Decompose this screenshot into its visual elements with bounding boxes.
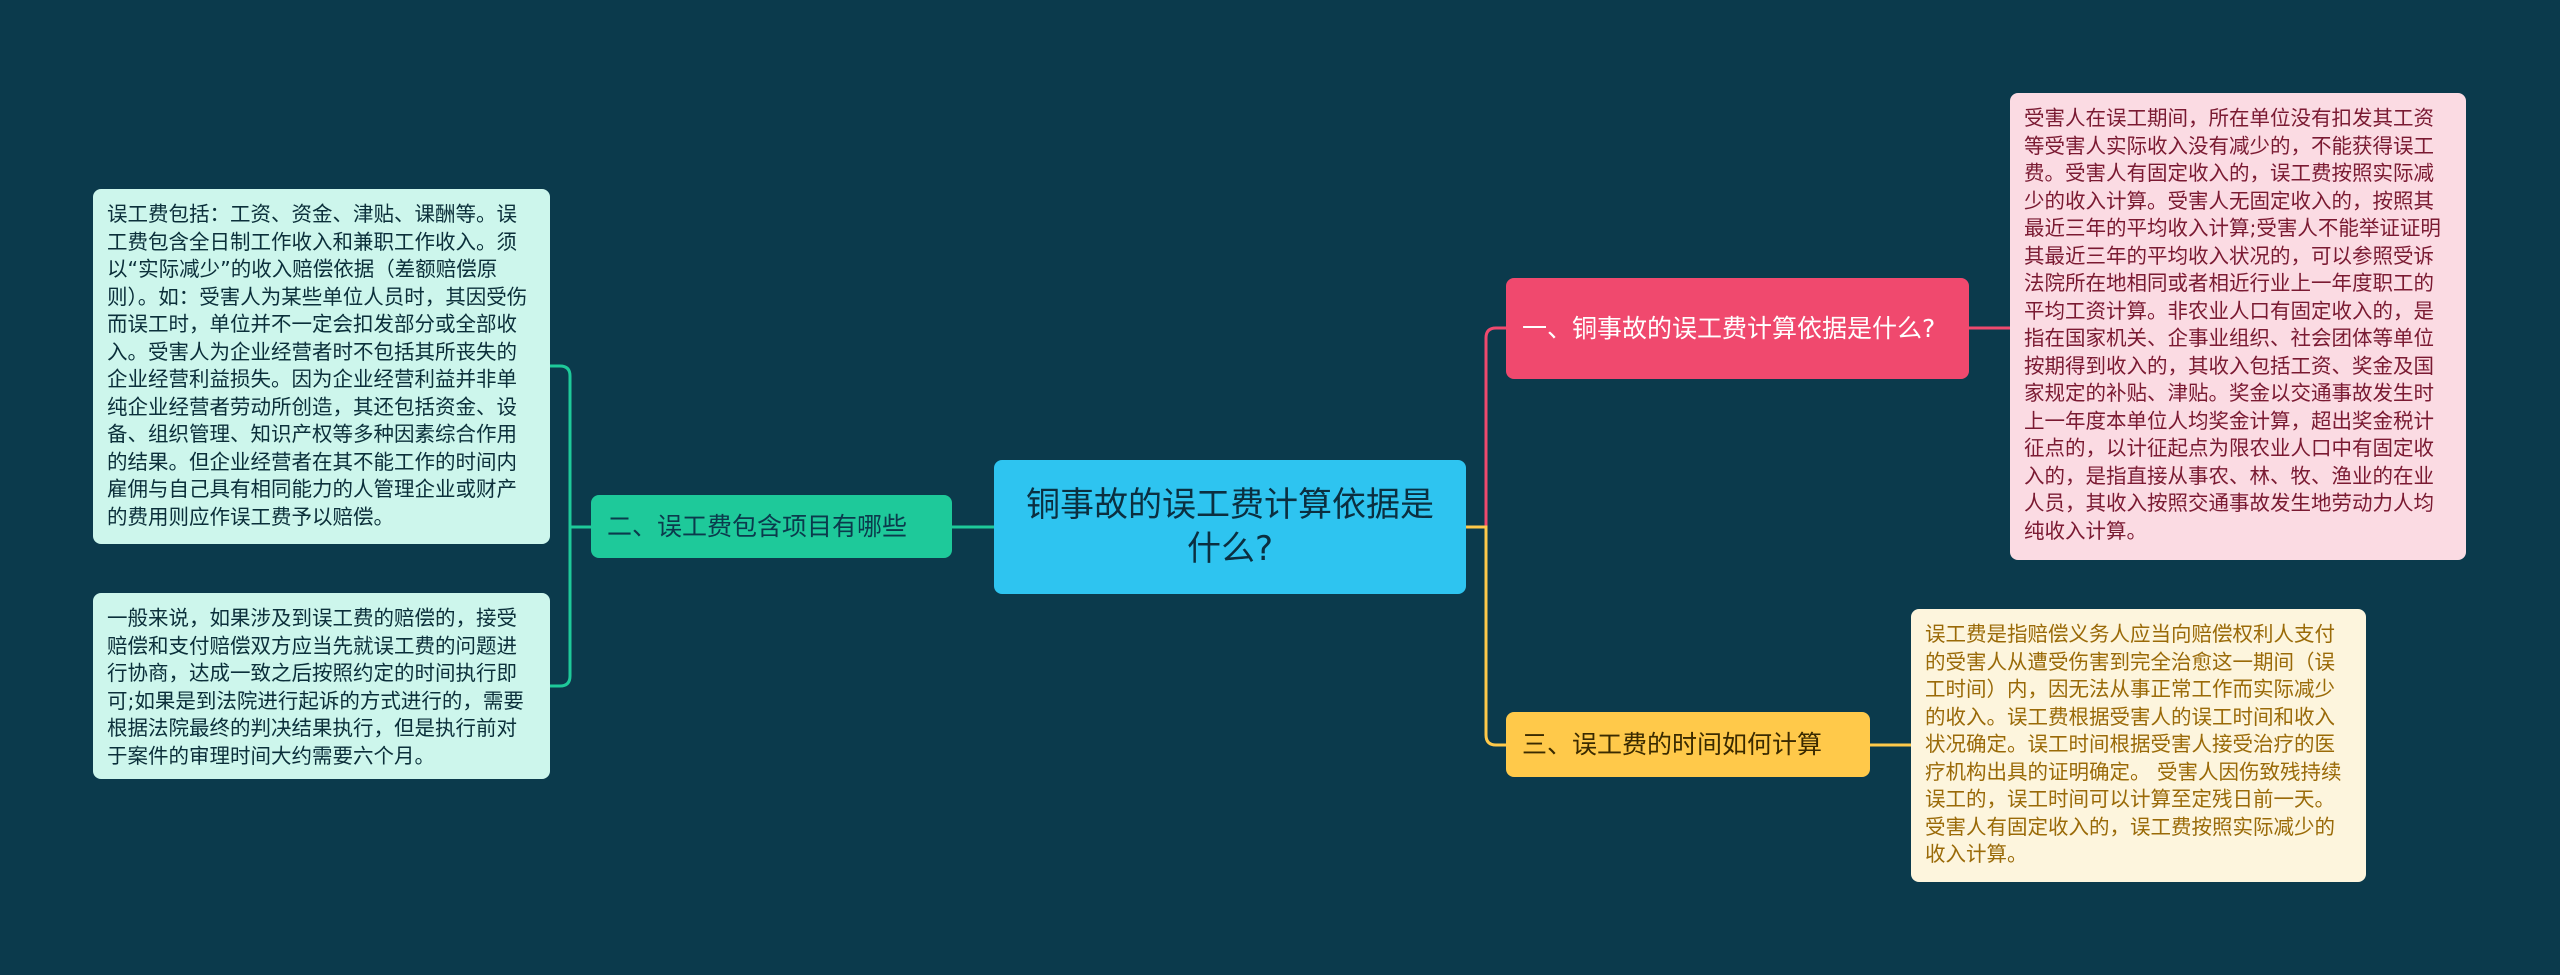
branch-3-node[interactable]: 三、误工费的时间如何计算	[1506, 712, 1870, 777]
branch-1-label: 一、铜事故的误工费计算依据是什么?	[1522, 313, 1936, 343]
branch-2-label: 二、误工费包含项目有哪些	[607, 511, 908, 541]
branch-2-node[interactable]: 二、误工费包含项目有哪些	[591, 495, 952, 558]
branch-2-detail-1[interactable]: 误工费包括：工资、资金、津贴、课酬等。误工费包含全日制工作收入和兼职工作收入。须…	[93, 189, 550, 544]
branch-1-node[interactable]: 一、铜事故的误工费计算依据是什么?	[1506, 278, 1969, 379]
central-topic-text: 铜事故的误工费计算依据是什么?	[1026, 485, 1434, 569]
connector-branch-2-details	[550, 364, 591, 688]
branch-2-detail-1-text: 误工费包括：工资、资金、津贴、课酬等。误工费包含全日制工作收入和兼职工作收入。须…	[107, 202, 528, 529]
branch-3-detail[interactable]: 误工费是指赔偿义务人应当向赔偿权利人支付的受害人从遭受伤害到完全治愈这一期间（误…	[1911, 609, 2366, 882]
branch-1-detail[interactable]: 受害人在误工期间，所在单位没有扣发其工资等受害人实际收入没有减少的，不能获得误工…	[2010, 93, 2466, 560]
connector-center-to-branch-1	[1466, 326, 1506, 529]
branch-3-detail-text: 误工费是指赔偿义务人应当向赔偿权利人支付的受害人从遭受伤害到完全治愈这一期间（误…	[1925, 622, 2342, 866]
branch-1-detail-text: 受害人在误工期间，所在单位没有扣发其工资等受害人实际收入没有减少的，不能获得误工…	[2024, 106, 2441, 543]
branch-2-detail-2-text: 一般来说，如果涉及到误工费的赔偿的，接受赔偿和支付赔偿双方应当先就误工费的问题进…	[107, 606, 524, 768]
branch-2-detail-2[interactable]: 一般来说，如果涉及到误工费的赔偿的，接受赔偿和支付赔偿双方应当先就误工费的问题进…	[93, 593, 550, 779]
branch-3-label: 三、误工费的时间如何计算	[1522, 729, 1823, 759]
connector-center-to-branch-3	[1466, 525, 1506, 747]
central-topic[interactable]: 铜事故的误工费计算依据是什么?	[994, 460, 1466, 594]
